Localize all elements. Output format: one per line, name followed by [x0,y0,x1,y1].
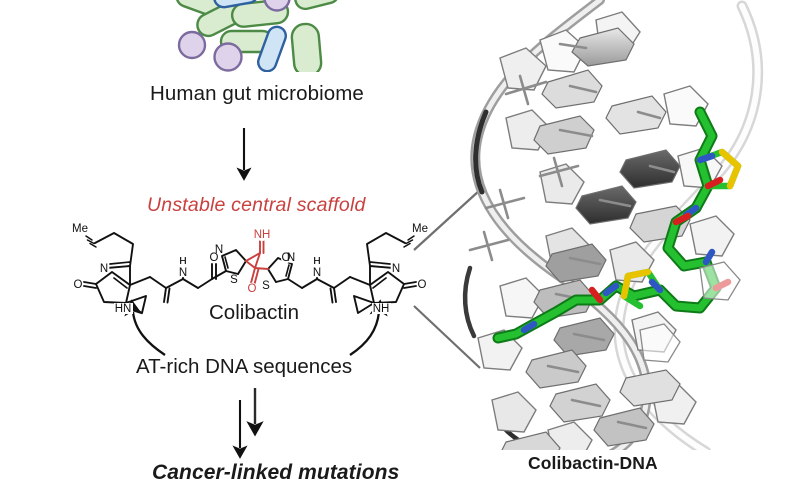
svg-text:O: O [282,252,291,264]
svg-text:N: N [392,263,400,275]
mutations-label: Cancer-linked mutations [152,461,400,484]
svg-text:O: O [74,279,83,291]
connector-lines [413,189,481,369]
svg-text:NH: NH [373,303,390,315]
svg-text:N: N [179,267,187,279]
atom-label-h-amide-left: H [179,256,186,267]
curved-arrow-left [124,299,166,356]
svg-text:N: N [313,267,321,279]
microbe-coccus [177,0,291,72]
down-arrow-double [232,388,264,459]
svg-text:N: N [287,252,295,264]
atom-label-nh-central: NH [254,229,271,241]
svg-text:H: H [313,256,320,267]
svg-text:Me: Me [72,223,88,235]
curved-arrow-right [349,299,388,356]
svg-text:S: S [230,274,238,286]
svg-text:HN: HN [115,303,132,315]
connector-line-lower [413,305,481,369]
microbe-rod-blue [213,0,287,72]
atom-label-h-amide-right: H [313,256,320,267]
colibactin-label: Colibactin [209,301,300,324]
svg-text:N: N [215,244,223,256]
svg-text:O: O [210,252,219,264]
dna-panel-label: Colibactin-DNA [528,453,658,473]
svg-text:O: O [418,279,427,291]
svg-text:S: S [262,280,270,292]
microbiome-label: Human gut microbiome [150,82,364,105]
connector-line-upper [413,189,481,251]
dna-sequences-label: AT-rich DNA sequences [136,355,353,378]
svg-text:N: N [100,263,108,275]
svg-text:Me: Me [412,223,428,235]
svg-text:H: H [179,256,186,267]
atom-label-o-central: O [248,283,257,295]
scaffold-label: Unstable central scaffold [147,194,366,216]
